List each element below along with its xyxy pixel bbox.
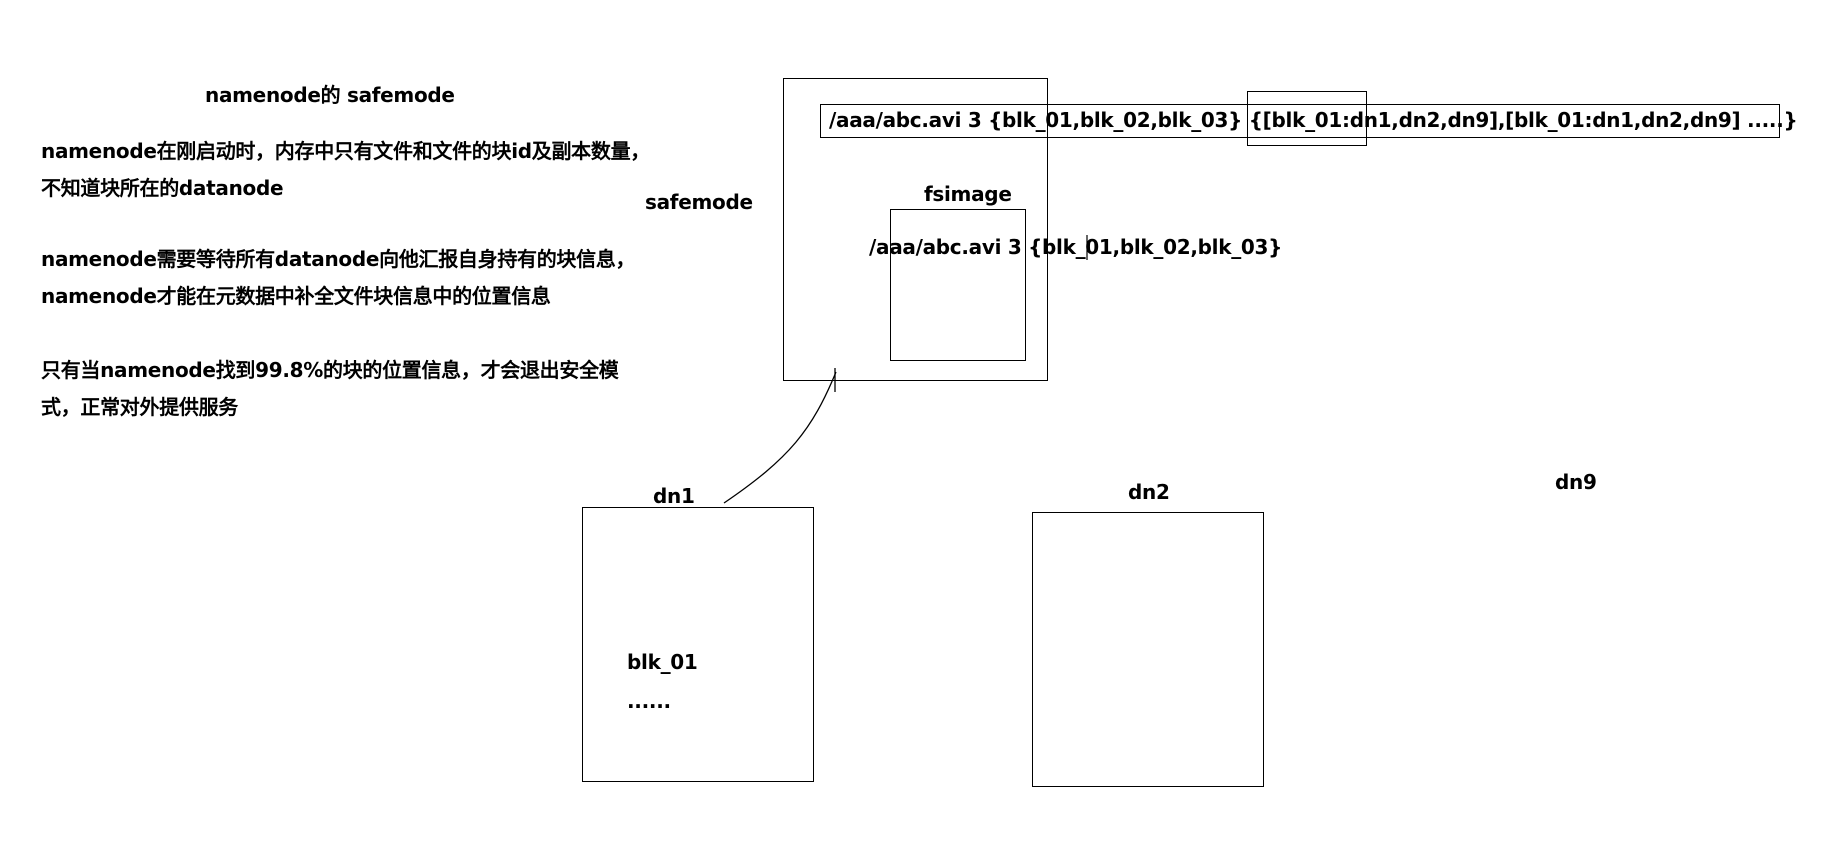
dn1-label: dn1 — [653, 484, 695, 508]
note-waiting-block-reports: namenode需要等待所有datanode向他汇报自身持有的块信息，namen… — [41, 247, 636, 308]
fsimage-label: fsimage — [924, 182, 1012, 206]
note-startup-state: namenode在刚启动时，内存中只有文件和文件的块id及副本数量，不知道块所在… — [41, 139, 650, 200]
block-location-highlight — [1247, 91, 1367, 146]
dn1-block: blk_01 — [627, 650, 698, 674]
dn2-box — [1032, 512, 1264, 787]
namenode-box — [783, 78, 1048, 381]
dn9-label: dn9 — [1555, 470, 1597, 494]
memory-metadata-record: /aaa/abc.avi 3 {blk_01,blk_02,blk_03} {[… — [829, 108, 1798, 132]
dn1-box — [582, 507, 814, 782]
memory-metadata-box — [820, 104, 1780, 138]
note-exit-condition: 只有当namenode找到99.8%的块的位置信息，才会退出安全模式，正常对外提… — [41, 358, 619, 419]
diagram-title: namenode的 safemode — [205, 83, 455, 107]
fsimage-record: /aaa/abc.avi 3 {blk_01,blk_02,blk_03} — [869, 235, 1283, 259]
safemode-label: safemode — [645, 190, 753, 214]
dn1-report-arrow — [723, 371, 837, 504]
fsimage-box — [890, 209, 1026, 361]
dn2-label: dn2 — [1128, 480, 1170, 504]
dn1-more-blocks: ...... — [627, 689, 671, 713]
